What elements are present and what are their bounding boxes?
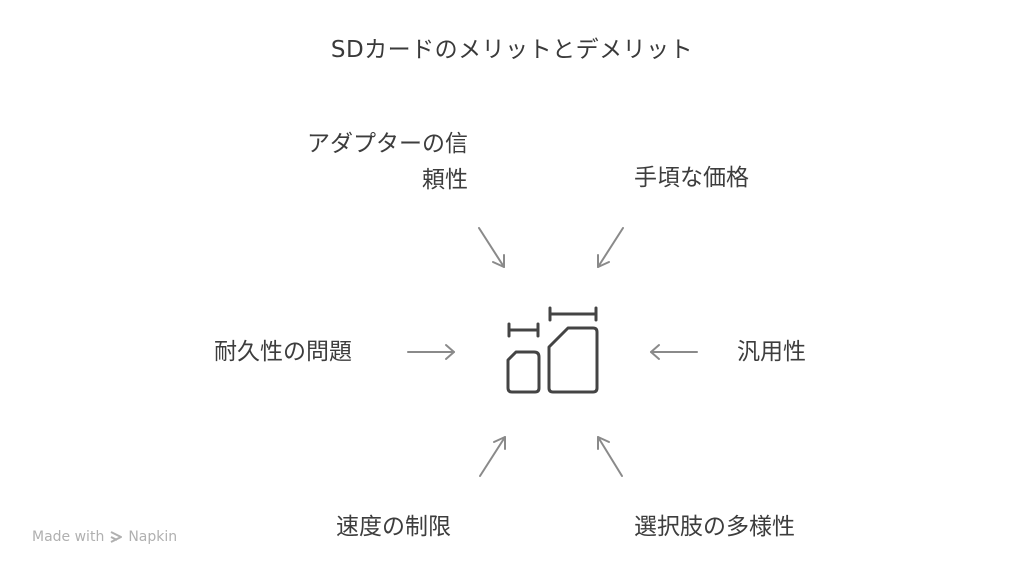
arrow-adapter — [478, 227, 505, 268]
label-adapter-line1: アダプターの信 — [307, 131, 468, 157]
label-adapter-reliability: アダプターの信 頼性 — [240, 126, 468, 198]
label-versatility: 汎用性 — [737, 339, 806, 365]
watermark-made-with: Made with — [32, 529, 105, 545]
diagram-title: SDカードのメリットとデメリット — [330, 37, 694, 63]
label-choice-diversity: 選択肢の多様性 — [634, 514, 795, 540]
arrow-durability — [407, 344, 455, 360]
napkin-watermark: Made with Napkin — [32, 529, 177, 545]
arrow-diversity — [597, 436, 623, 477]
arrow-versatility — [650, 344, 698, 360]
label-durability-issue: 耐久性の問題 — [214, 339, 352, 365]
napkin-logo-icon — [110, 531, 123, 543]
watermark-brand: Napkin — [128, 529, 178, 545]
arrow-price — [597, 227, 624, 268]
sd-cards-icon — [506, 306, 599, 394]
label-affordable-price: 手頃な価格 — [634, 165, 749, 191]
label-adapter-line2: 頼性 — [422, 167, 468, 193]
large-card-icon — [547, 306, 599, 394]
label-speed-limit: 速度の制限 — [336, 514, 451, 540]
small-card-icon — [506, 322, 541, 394]
arrow-speed — [479, 436, 506, 477]
